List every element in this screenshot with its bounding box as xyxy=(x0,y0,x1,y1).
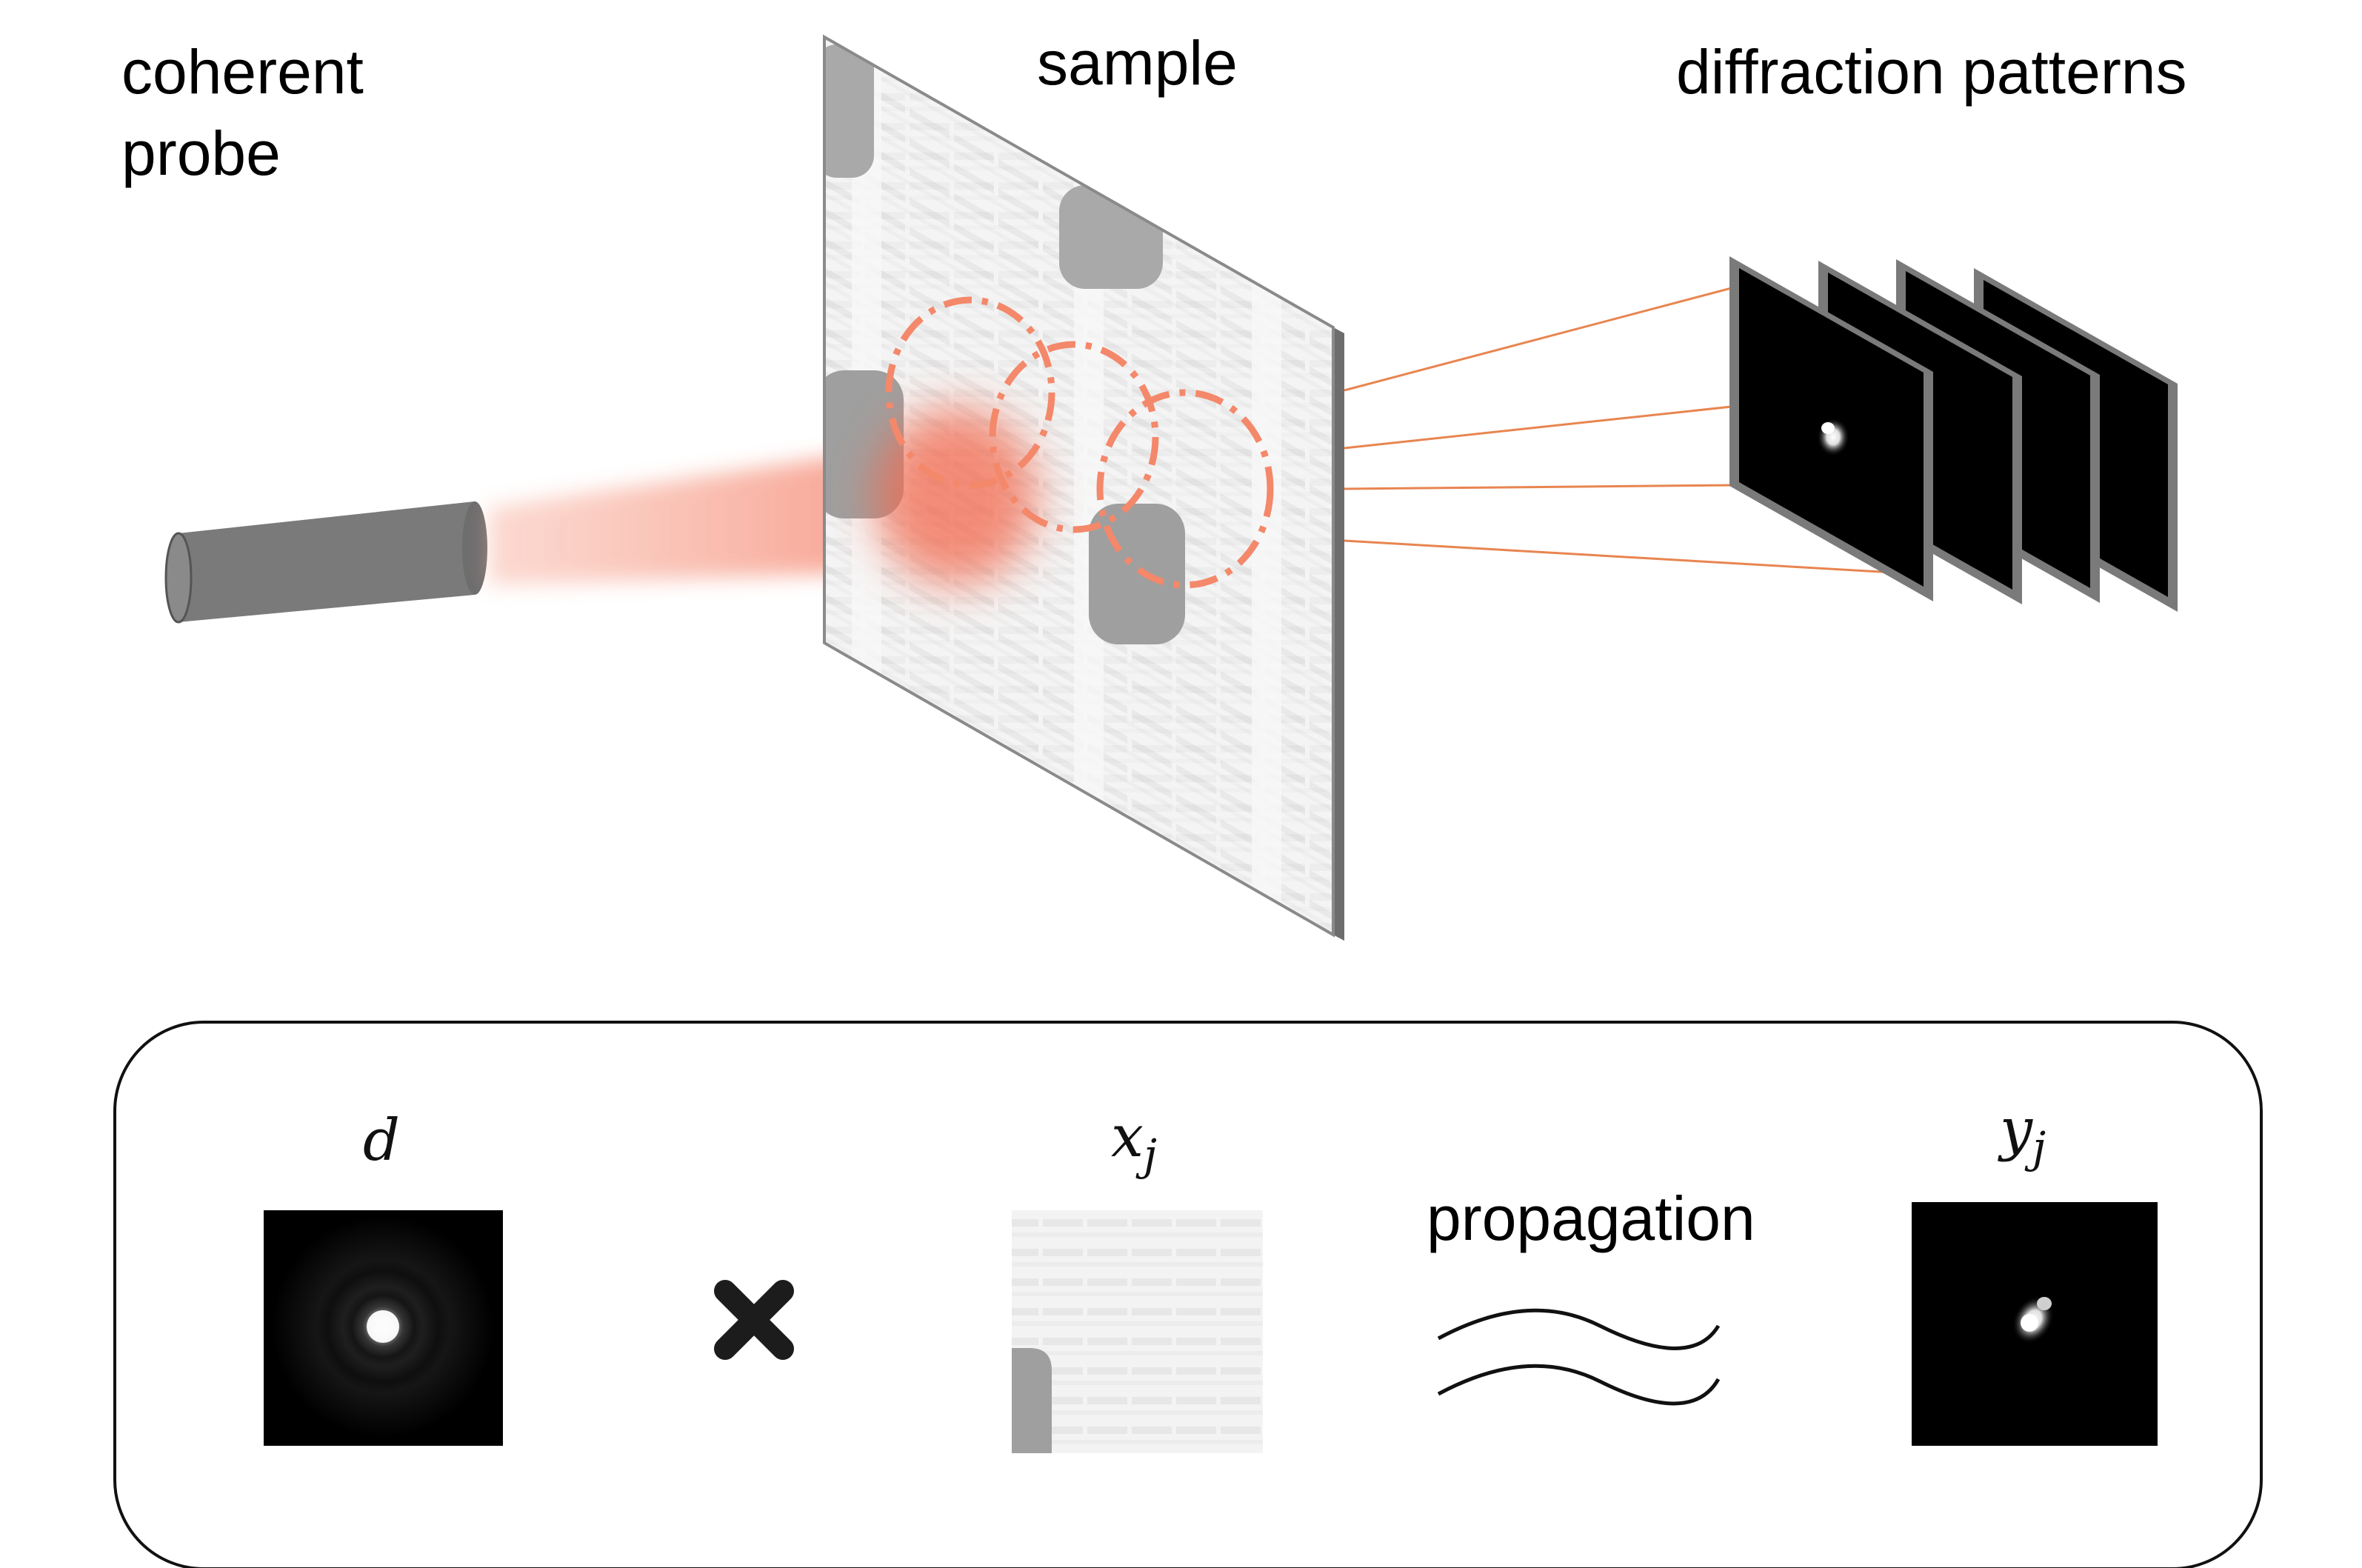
detector-1 xyxy=(1729,256,1933,601)
sample-patch-image xyxy=(1012,1210,1263,1453)
propagation-waves-icon xyxy=(1437,1308,1721,1406)
sample-label: sample xyxy=(1037,28,1238,98)
ray-4 xyxy=(1344,539,1919,576)
probe-beam xyxy=(489,444,933,585)
scan-circle-2 xyxy=(989,341,1159,533)
output-image xyxy=(1912,1202,2158,1446)
ray-3 xyxy=(1344,484,1738,490)
scan-positions xyxy=(885,296,1274,589)
ray-1 xyxy=(1344,285,1738,392)
detector-stack xyxy=(1729,256,2178,612)
multiply-icon xyxy=(714,1280,794,1360)
sample-subscript: j xyxy=(1144,1130,1157,1180)
probe-image xyxy=(264,1210,503,1446)
propagation-label: propagation xyxy=(1427,1184,1755,1253)
probe-device xyxy=(164,501,487,624)
output-subscript: j xyxy=(2032,1122,2046,1172)
patterns-label: diffraction patterns xyxy=(1676,37,2187,107)
sample-plate xyxy=(823,34,1344,941)
probe-label: coherent probe xyxy=(121,37,364,188)
scan-circle-1 xyxy=(885,296,1055,489)
scan-circle-3 xyxy=(1096,389,1274,589)
sample-symbol: xj xyxy=(1111,1104,1157,1180)
diffraction-spot xyxy=(1817,418,1849,456)
probe-symbol: d xyxy=(363,1107,400,1174)
output-symbol: yj xyxy=(2000,1096,2046,1172)
